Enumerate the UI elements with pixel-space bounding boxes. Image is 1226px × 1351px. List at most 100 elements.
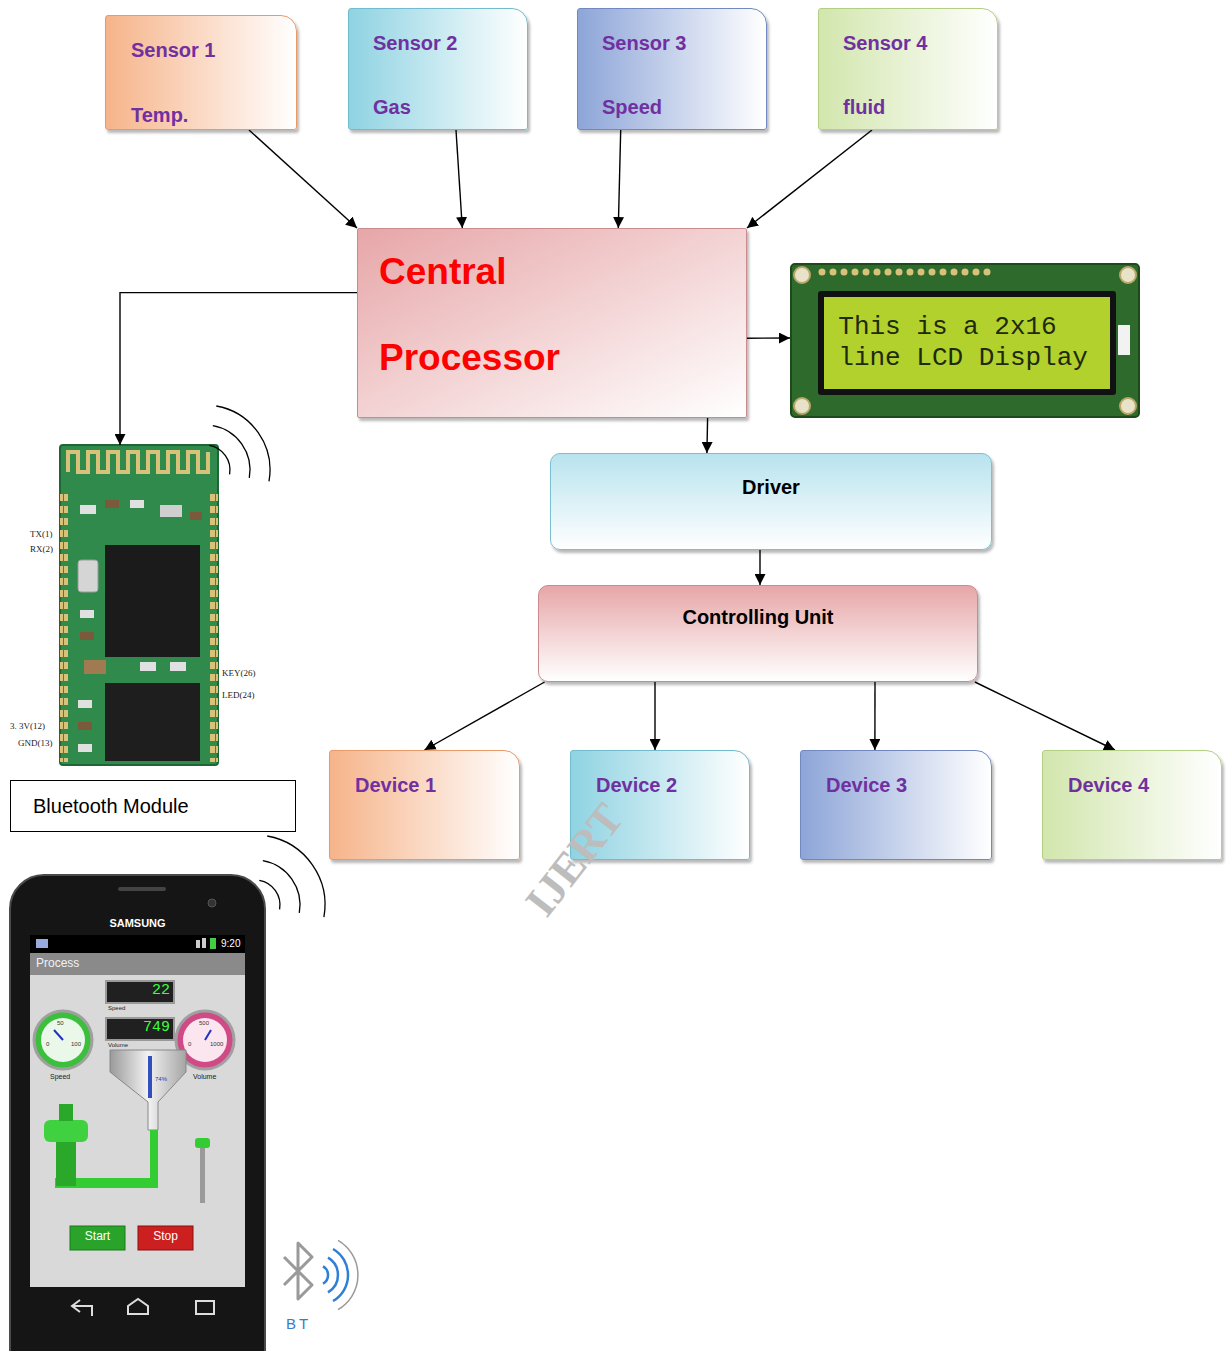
bluetooth-icon — [328, 1258, 338, 1293]
arrow-connector — [456, 130, 462, 228]
driver-box: Driver — [550, 453, 992, 550]
smartphone — [118, 887, 166, 891]
lcd-pin — [852, 269, 859, 276]
sensor-label: Temp. — [131, 103, 188, 127]
gauge-tick: 0 — [46, 1041, 49, 1048]
bluetooth-module-board — [105, 545, 200, 657]
bluetooth-module-board — [130, 500, 144, 508]
smartphone — [41, 1018, 85, 1062]
smartphone — [34, 1011, 92, 1069]
smartphone — [196, 1301, 214, 1314]
pin-name: RX(2) — [30, 545, 53, 555]
bluetooth-icon — [333, 1249, 348, 1301]
bluetooth-module-board — [140, 662, 156, 671]
smartphone — [200, 1148, 205, 1203]
button-label: Stop — [138, 1230, 193, 1243]
gauge-tick: 1000 — [210, 1041, 223, 1048]
bluetooth-icon — [284, 1243, 312, 1299]
lcd-pin — [951, 269, 958, 276]
arrow-connector — [747, 337, 790, 339]
bluetooth-module-board — [80, 632, 94, 640]
lcd-pin — [863, 269, 870, 276]
bluetooth-module-board — [160, 505, 182, 517]
gauge-tick: 500 — [199, 1020, 209, 1027]
smartphone — [70, 1226, 125, 1250]
bluetooth-module-board — [68, 452, 208, 472]
smartphone — [36, 939, 48, 948]
arrow-connector — [874, 682, 875, 750]
sensor-box: Sensor 2Gas — [348, 8, 528, 130]
mount-hole — [794, 398, 810, 414]
lcd-pin — [874, 269, 881, 276]
smartphone — [30, 953, 245, 975]
wireless-waves — [213, 426, 250, 478]
arrow-connector — [759, 550, 760, 585]
smartphone — [202, 938, 206, 948]
bluetooth-module-board — [190, 512, 202, 520]
arrow-connector — [747, 130, 872, 228]
gauge-tick: 50 — [57, 1020, 64, 1027]
smartphone — [210, 938, 216, 949]
smartphone — [196, 940, 200, 948]
device-label: Device 4 — [1068, 773, 1149, 797]
bluetooth-module-board — [78, 560, 98, 592]
bluetooth-module-board — [105, 683, 200, 761]
sensor-label: fluid — [843, 95, 885, 119]
arrow-connector — [618, 130, 620, 228]
bluetooth-module-board — [210, 490, 218, 762]
bluetooth-module: Bluetooth Module — [10, 445, 296, 832]
module-caption: Bluetooth Module — [33, 794, 189, 818]
lcd-pin — [885, 269, 892, 276]
lcd-pin — [841, 269, 848, 276]
wireless-waves — [267, 836, 325, 917]
smartphone — [54, 1030, 63, 1040]
bluetooth-module-board — [60, 490, 68, 762]
lcd-pin — [907, 269, 914, 276]
processor-label: Central Processor — [379, 229, 579, 401]
pin-name: GND(13) — [18, 739, 53, 749]
smartphone — [44, 1120, 88, 1142]
smartphone — [10, 875, 265, 1351]
control-box: Controlling Unit — [538, 585, 978, 682]
wireless-waves — [209, 445, 230, 474]
smartphone — [183, 1018, 227, 1062]
arrow-connector — [654, 682, 655, 750]
control-label: Controlling Unit — [682, 605, 833, 629]
lcd-text: This is a 2x16 line LCD Display — [838, 312, 1095, 374]
lcd-display: This is a 2x16 line LCD Display — [790, 263, 1140, 418]
brand-name: SAMSUNG — [10, 917, 265, 929]
pin-name: TX(1) — [30, 530, 53, 540]
arrow-connector — [706, 418, 708, 453]
device-label: Device 1 — [355, 773, 436, 797]
bluetooth-module-board — [170, 662, 186, 671]
lcd-connector — [1118, 325, 1130, 355]
smartphone — [56, 1140, 76, 1186]
bluetooth-module-board — [80, 505, 96, 514]
gauge-caption: Volume — [193, 1073, 216, 1081]
lcd-pin — [830, 269, 837, 276]
driver-label: Driver — [742, 475, 800, 499]
bluetooth-icon — [338, 1240, 358, 1309]
bluetooth-module-board — [60, 445, 218, 765]
digital-readout: 22 — [106, 983, 170, 1000]
smartphone — [205, 1030, 211, 1040]
bluetooth-module-board — [80, 610, 94, 618]
gauge-tick: 0 — [188, 1041, 191, 1048]
bluetooth-module-board — [78, 700, 92, 708]
smartphone — [10, 875, 265, 1351]
lcd-pin — [962, 269, 969, 276]
app-title: Process — [36, 957, 79, 970]
wireless-waves — [216, 406, 270, 481]
smartphone — [208, 899, 216, 907]
sensor-label: Sensor 3 — [602, 31, 686, 55]
bluetooth-module-board — [78, 744, 92, 752]
smartphone — [148, 1056, 152, 1098]
device-label: Device 3 — [826, 773, 907, 797]
pin-name: 3. 3V(12) — [10, 722, 45, 732]
smartphone — [30, 935, 245, 1287]
pin-name: KEY(26) — [222, 669, 256, 679]
sensor-label: Gas — [373, 95, 411, 119]
digital-readout: 749 — [106, 1020, 170, 1037]
bluetooth-module-board — [84, 660, 106, 674]
readout-caption: Speed — [108, 1005, 125, 1012]
